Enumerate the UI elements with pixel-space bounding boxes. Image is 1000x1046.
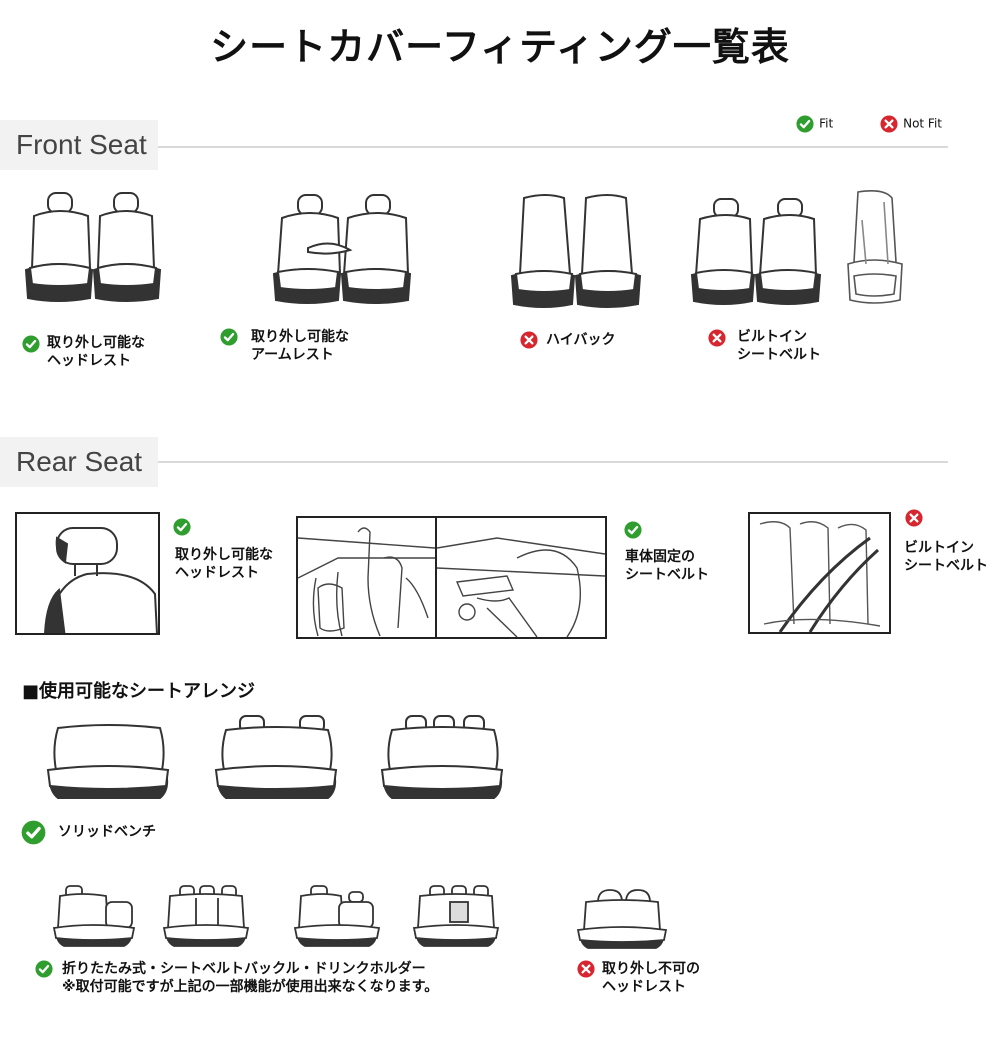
arrangements-header: ■使用可能なシートアレンジ — [22, 681, 256, 702]
front-high-back-label: ハイバック — [546, 332, 616, 348]
front-high-back-image — [510, 194, 642, 308]
front-removable-headrest-image — [24, 192, 162, 302]
front-built-in-belt-image — [690, 198, 822, 305]
folding-seat-image-1 — [52, 885, 136, 947]
rear-headrest-image — [15, 512, 160, 635]
rear-built-in-belt-label: ビルトイン シートベルト — [904, 540, 988, 574]
check-icon — [35, 960, 53, 978]
check-icon — [21, 820, 46, 845]
rear-vehicle-belt-label: 車体固定の シートベルト — [625, 549, 709, 583]
front-built-in-belt-detail-image — [847, 190, 903, 304]
fixed-headrest-label: 取り外し不可の ヘッドレスト — [602, 961, 700, 995]
solid-bench-label: ソリッドベンチ — [58, 824, 156, 840]
rear-seat-header-bar: Rear Seat — [0, 437, 158, 487]
check-icon — [22, 335, 40, 353]
folding-seat-image-2 — [162, 885, 250, 947]
rear-headrest-label: 取り外し可能な ヘッドレスト — [175, 547, 273, 581]
bench-three-headrests-image — [380, 715, 504, 799]
rear-built-in-belt-image — [748, 512, 891, 634]
check-icon — [624, 521, 642, 539]
cross-icon — [905, 509, 923, 527]
cross-icon — [520, 331, 538, 349]
front-built-in-belt-label: ビルトイン シートベルト — [737, 329, 821, 363]
front-removable-armrest-image — [272, 194, 412, 304]
rear-vehicle-belt-image-1 — [296, 516, 437, 639]
check-icon — [796, 114, 814, 133]
check-icon — [173, 518, 191, 536]
folding-seat-image-3 — [293, 885, 381, 947]
rear-seat-header: Rear Seat — [16, 446, 143, 477]
rear-seat-divider — [158, 461, 948, 463]
cross-icon — [577, 960, 595, 978]
check-icon — [220, 328, 238, 346]
front-armrest-label: 取り外し可能な アームレスト — [251, 329, 349, 363]
folding-seat-image-4 — [412, 885, 500, 947]
legend-not-fit-label: Not Fit — [903, 116, 942, 131]
legend-not-fit: Not Fit — [880, 113, 942, 133]
bench-two-headrests-image — [214, 715, 338, 799]
rear-vehicle-belt-image-2 — [435, 516, 607, 639]
front-seat-header-bar: Front Seat — [0, 120, 158, 170]
front-seat-divider — [158, 146, 948, 148]
cross-icon — [880, 114, 898, 133]
fixed-headrest-bench-image — [576, 889, 668, 949]
page-title: シートカバーフィティング一覧表 — [210, 25, 790, 69]
legend-fit-label: Fit — [819, 116, 834, 131]
front-seat-header: Front Seat — [16, 129, 147, 160]
cross-icon — [708, 329, 726, 347]
front-headrest-label: 取り外し可能な ヘッドレスト — [47, 335, 145, 369]
folding-label: 折りたたみ式・シートベルトバックル・ドリンクホルダー ※取付可能ですが上記の一部… — [62, 961, 439, 995]
legend-fit: Fit — [796, 113, 833, 133]
solid-bench-image — [46, 724, 170, 799]
